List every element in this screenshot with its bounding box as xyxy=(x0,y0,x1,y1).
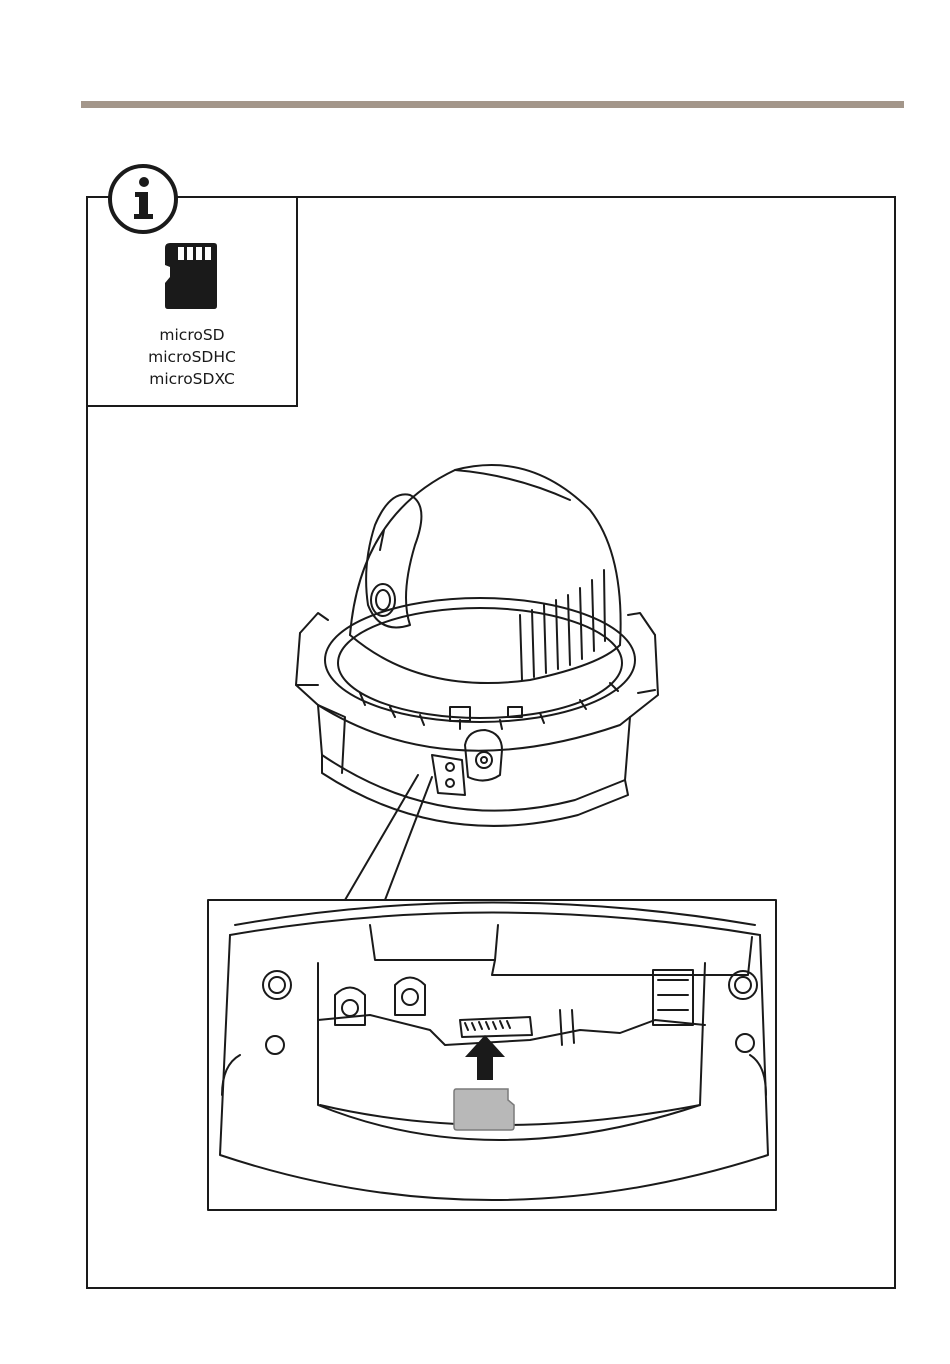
micro-sd-card-icon xyxy=(164,243,218,309)
header-rule xyxy=(81,101,904,108)
info-icon xyxy=(107,163,179,235)
dome-camera-icon xyxy=(296,465,658,826)
card-type-microsdhc: microSDHC xyxy=(88,346,296,368)
camera-illustration xyxy=(200,455,790,1225)
micro-sd-card-shape xyxy=(454,1089,514,1130)
callout-line-right xyxy=(385,777,432,900)
card-type-microsdxc: microSDXC xyxy=(88,368,296,390)
card-type-microsd: microSD xyxy=(88,324,296,346)
card-type-list: microSD microSDHC microSDXC xyxy=(88,324,296,390)
callout-line-left xyxy=(345,775,418,900)
